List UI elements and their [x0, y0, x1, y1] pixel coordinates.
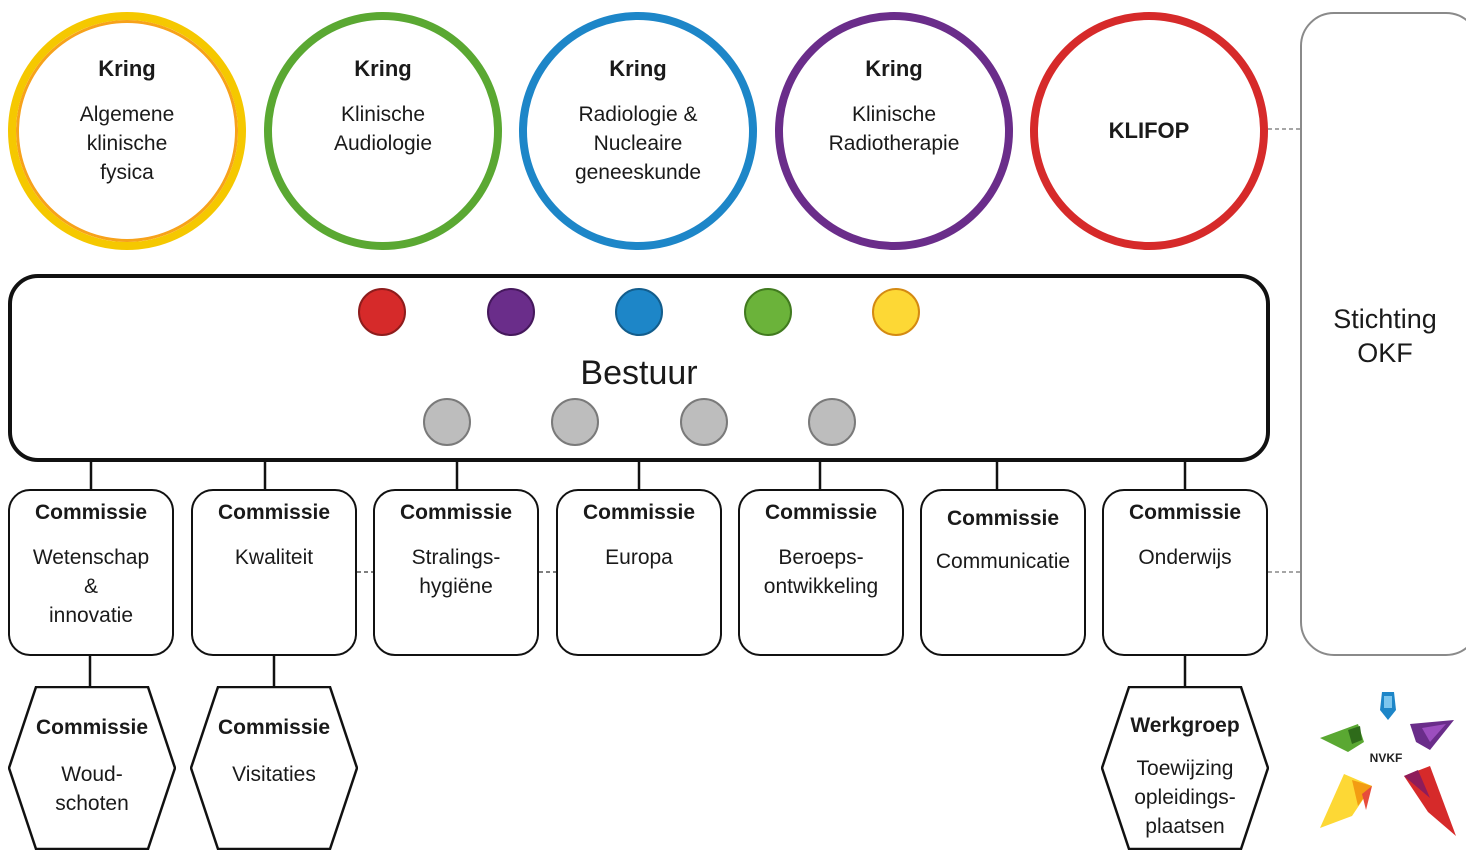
commissie-visitaties: Commissie Visitaties: [190, 686, 358, 850]
commissie-name: Beroeps- ontwikkeling: [763, 546, 879, 598]
hexagon-shape: [8, 686, 176, 850]
subgroup-name: Visitaties: [232, 763, 316, 786]
commissie-communicatie: Commissie Communicatie: [920, 489, 1086, 656]
commissie-wetenschap-innovatie: Commissie Wetenschap & innovatie: [8, 489, 174, 656]
bestuur-dot-green: [744, 288, 792, 336]
commissie-onderwijs: Commissie Onderwijs: [1102, 489, 1268, 656]
bestuur-dot-yellow: [872, 288, 920, 336]
bestuur-dot-purple: [487, 288, 535, 336]
kring-title: Kring: [865, 56, 923, 81]
bestuur-dot-grey: [808, 398, 856, 446]
werkgroep-toewijzing-opleidingsplaatsen: Werkgroep Toewijzing opleidings- plaatse…: [1101, 686, 1269, 850]
kring-name: Radiologie & Nucleaire geneeskunde: [574, 103, 702, 184]
subgroup-title: Werkgroep: [1130, 714, 1240, 737]
commissie-kwaliteit: Commissie Kwaliteit: [191, 489, 357, 656]
subgroup-title: Commissie: [35, 716, 149, 739]
hexagon-shape: [1101, 686, 1269, 850]
commissie-title: Commissie: [1128, 501, 1242, 524]
commissie-woudschoten: Commissie Woud- schoten: [8, 686, 176, 850]
commissie-europa: Commissie Europa: [556, 489, 722, 656]
commissie-name: Communicatie: [935, 550, 1071, 573]
commissie-title: Commissie: [217, 501, 331, 524]
commissie-stralingshygiene: Commissie Stralings- hygiëne: [373, 489, 539, 656]
commissie-title: Commissie: [582, 501, 696, 524]
bestuur-dot-grey: [423, 398, 471, 446]
kring-klinische-radiotherapie: Kring Klinische Radiotherapie: [775, 12, 1013, 250]
stichting-okf-box: Stichting OKF: [1300, 12, 1466, 656]
commissie-title: Commissie: [764, 501, 878, 524]
kring-algemene-klinische-fysica: Kring Algemene klinische fysica: [8, 12, 246, 250]
bestuur-box: Bestuur: [8, 274, 1270, 462]
bestuur-dot-blue: [615, 288, 663, 336]
kring-title: Kring: [98, 56, 156, 81]
kring-name: Klinische Audiologie: [333, 103, 433, 155]
commissie-name: Kwaliteit: [234, 546, 314, 569]
commissie-name: Stralings- hygiëne: [411, 546, 501, 598]
commissie-name: Europa: [605, 546, 673, 569]
klifop-circle: KLIFOP: [1030, 12, 1268, 250]
nvkf-logo-icon: NVKF: [1320, 692, 1456, 836]
commissie-beroepsontwikkeling: Commissie Beroeps- ontwikkeling: [738, 489, 904, 656]
subgroup-name: Woud- schoten: [55, 763, 129, 815]
bestuur-label: Bestuur: [580, 354, 698, 392]
commissie-title: Commissie: [946, 507, 1060, 530]
kring-title: Kring: [609, 56, 667, 81]
stichting-okf-label: Stichting OKF: [1333, 304, 1437, 368]
bestuur-dot-red: [358, 288, 406, 336]
commissie-name: Wetenschap & innovatie: [32, 546, 150, 627]
kring-name: Klinische Radiotherapie: [828, 103, 960, 155]
bestuur-dot-grey: [551, 398, 599, 446]
kring-radiologie-nucleaire-geneeskunde: Kring Radiologie & Nucleaire geneeskunde: [519, 12, 757, 250]
hexagon-shape: [190, 686, 358, 850]
commissie-name: Onderwijs: [1138, 546, 1232, 569]
kring-klinische-audiologie: Kring Klinische Audiologie: [264, 12, 502, 250]
nvkf-logo-text: NVKF: [1370, 751, 1403, 765]
bestuur-dot-grey: [680, 398, 728, 446]
kring-name: Algemene klinische fysica: [79, 103, 175, 184]
commissie-title: Commissie: [34, 501, 148, 524]
commissie-title: Commissie: [399, 501, 513, 524]
kring-title: Kring: [354, 56, 412, 81]
subgroup-name: Toewijzing opleidings- plaatsen: [1134, 757, 1236, 838]
klifop-title: KLIFOP: [1108, 118, 1190, 143]
subgroup-title: Commissie: [217, 716, 331, 739]
